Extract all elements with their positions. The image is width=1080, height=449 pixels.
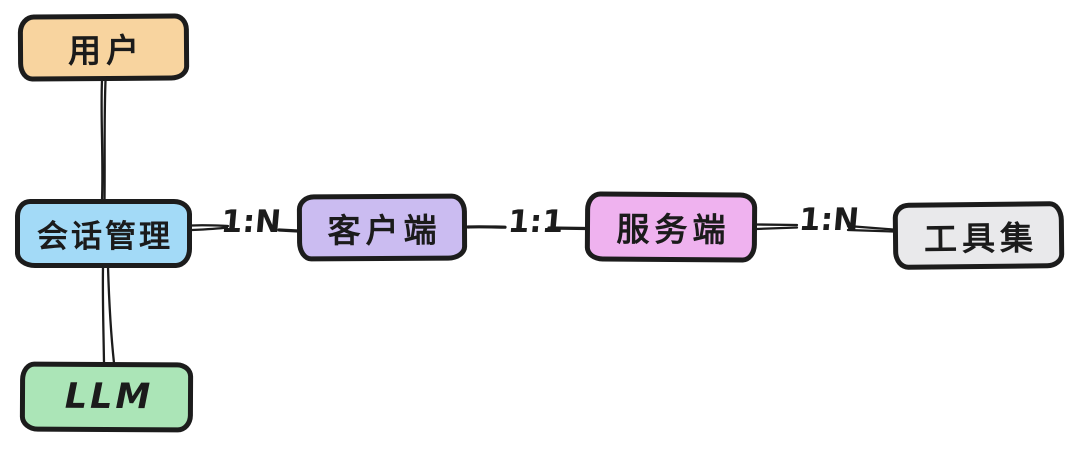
node-user: 用户 (17, 13, 190, 82)
edge-user-session-line (100, 78, 107, 203)
node-llm-label: LLM (64, 376, 154, 418)
node-client-label: 客户端 (327, 210, 442, 250)
node-toolset-label: 工具集 (923, 217, 1039, 259)
node-toolset: 工具集 (892, 201, 1065, 270)
node-user-label: 用户 (67, 30, 145, 70)
edge-session-llm-line (101, 265, 116, 365)
edge-cardinality-server-toolset: 1:N (797, 202, 861, 238)
edge-client-server-line (466, 225, 588, 231)
node-llm: LLM (19, 361, 194, 433)
node-server: 服务端 (584, 191, 758, 263)
node-session-manager-label: 会话管理 (37, 219, 173, 255)
edge-server-toolset-line (754, 223, 895, 233)
node-session-manager: 会话管理 (15, 199, 192, 268)
edge-cardinality-client-server: 1:1 (506, 204, 566, 240)
node-client: 客户端 (296, 193, 468, 262)
edge-session-client-line (190, 224, 300, 233)
node-server-label: 服务端 (616, 209, 731, 250)
edge-cardinality-session-client: 1:N (219, 204, 283, 240)
